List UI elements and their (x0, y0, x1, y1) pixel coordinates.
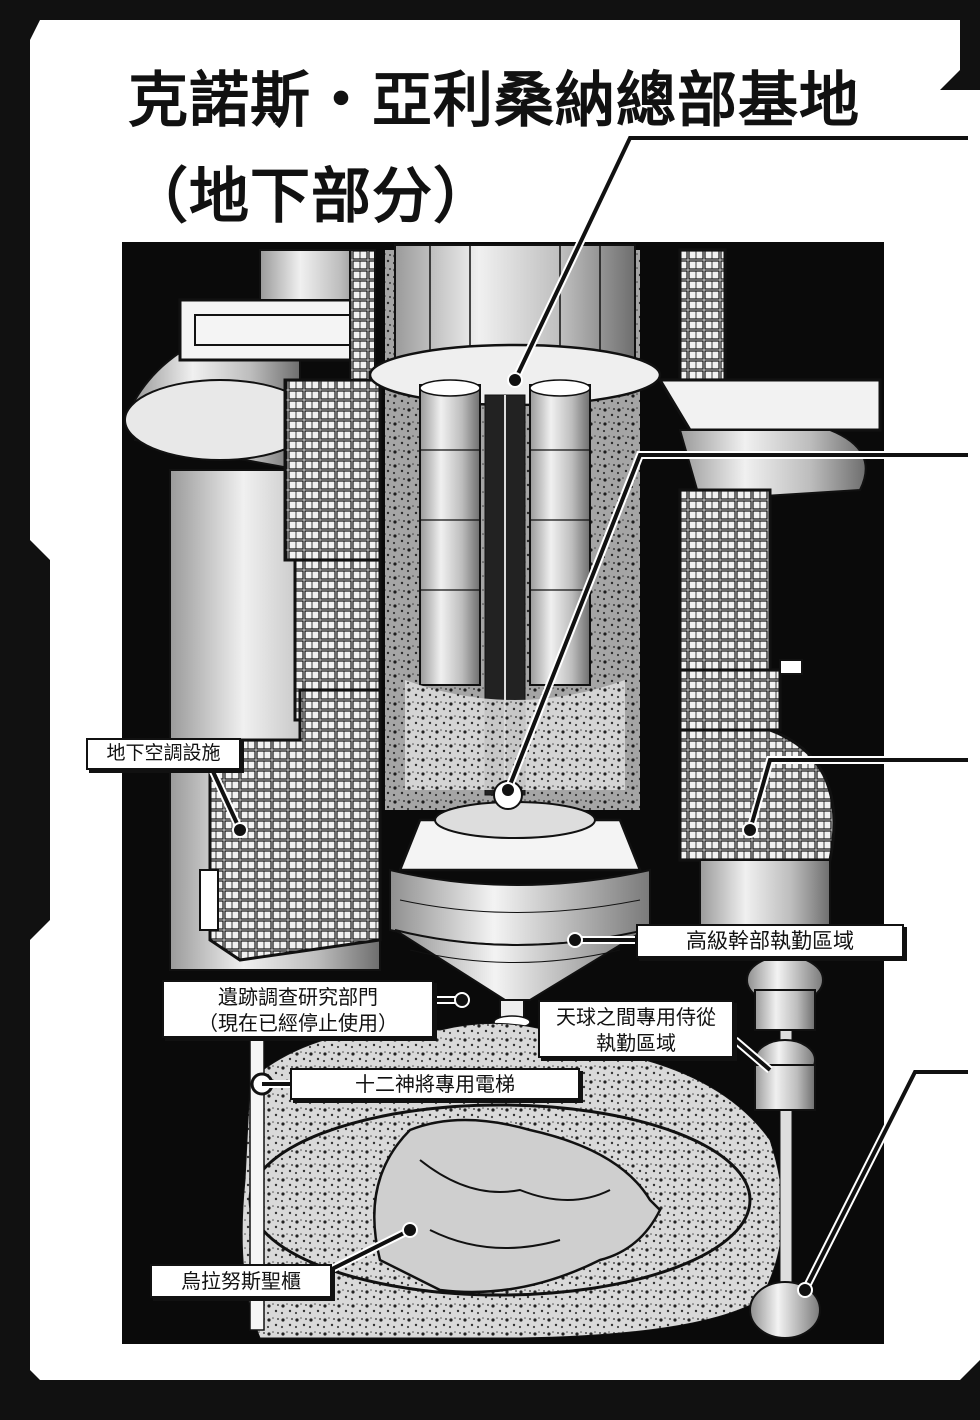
label-attendant-area: 天球之間專用侍從 執勤區域 (538, 1000, 734, 1058)
callout-leaders (206, 134, 968, 1292)
uranus-coffin-shape (373, 1118, 662, 1294)
label-executive-area: 高級幹部執勤區域 (636, 924, 904, 958)
central-shaft (368, 244, 662, 796)
generals-elevator-shaft (249, 1039, 274, 1331)
label-uranus-coffin: 烏拉努斯聖櫃 (150, 1264, 332, 1298)
page-subtitle: （地下部分） (128, 162, 494, 232)
attendant-capsules (746, 949, 824, 1339)
callout-dots (232, 372, 813, 1298)
left-tower (124, 249, 382, 971)
label-generals-elevator: 十二神將專用電梯 (290, 1068, 580, 1100)
label-ruins-research: 遺跡調查研究部門 （現在已經停止使用） (162, 980, 434, 1038)
label-air-conditioning: 地下空調設施 (86, 738, 241, 770)
page-title: 克諾斯・亞利桑納總部基地 (128, 66, 860, 136)
